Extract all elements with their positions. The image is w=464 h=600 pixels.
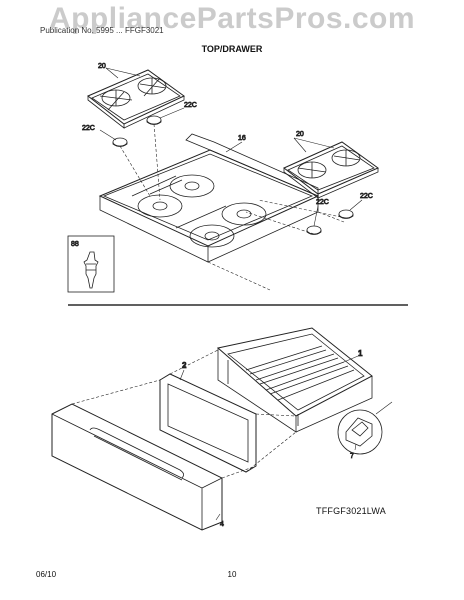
callout-grate-left: 20 [98, 63, 106, 70]
model-number: TFFGF3021LWA [316, 506, 386, 516]
callout-cap-right-b: 22C [360, 193, 373, 200]
leader-lines-top [99, 67, 363, 227]
grate-right [283, 141, 380, 199]
watermark: AppliancePartsPros.com [48, 2, 416, 35]
drawer-front [51, 403, 223, 531]
drawer-glide-inset [337, 401, 393, 455]
grate-left [87, 69, 185, 129]
burner-cap-left-top [146, 115, 162, 125]
inset-88-box [67, 235, 115, 293]
section-title: TOP/DRAWER [201, 44, 263, 54]
cooktop [98, 133, 320, 263]
callout-cap-left-bottom: 22C [82, 125, 95, 132]
drawer-gasket [159, 373, 257, 473]
guide-lines-top [119, 123, 347, 291]
callout-drawer-frame: 1 [358, 349, 363, 358]
callout-inset: 88 [71, 241, 79, 248]
callout-drawer-front: 4 [220, 521, 224, 528]
leader-lines-bottom [179, 355, 359, 521]
drawer-frame [216, 327, 373, 433]
callout-cap-right-a: 22C [316, 199, 329, 206]
callout-drawer-glide: 7 [350, 453, 354, 460]
footer-date: 06/10 [36, 570, 57, 579]
callout-drawer-gasket: 2 [182, 361, 187, 370]
burner-cap-right-b [338, 209, 354, 219]
burner-cap-right-a [306, 225, 322, 235]
callout-cap-left-top: 22C [184, 102, 197, 109]
guide-lines-bottom [71, 349, 297, 479]
callout-cooktop: 16 [238, 135, 246, 142]
publication-header: Publication No. 5995 ... FFGF3021 [40, 26, 164, 35]
callout-grate-right: 20 [296, 131, 304, 138]
page-number: 10 [227, 570, 237, 579]
